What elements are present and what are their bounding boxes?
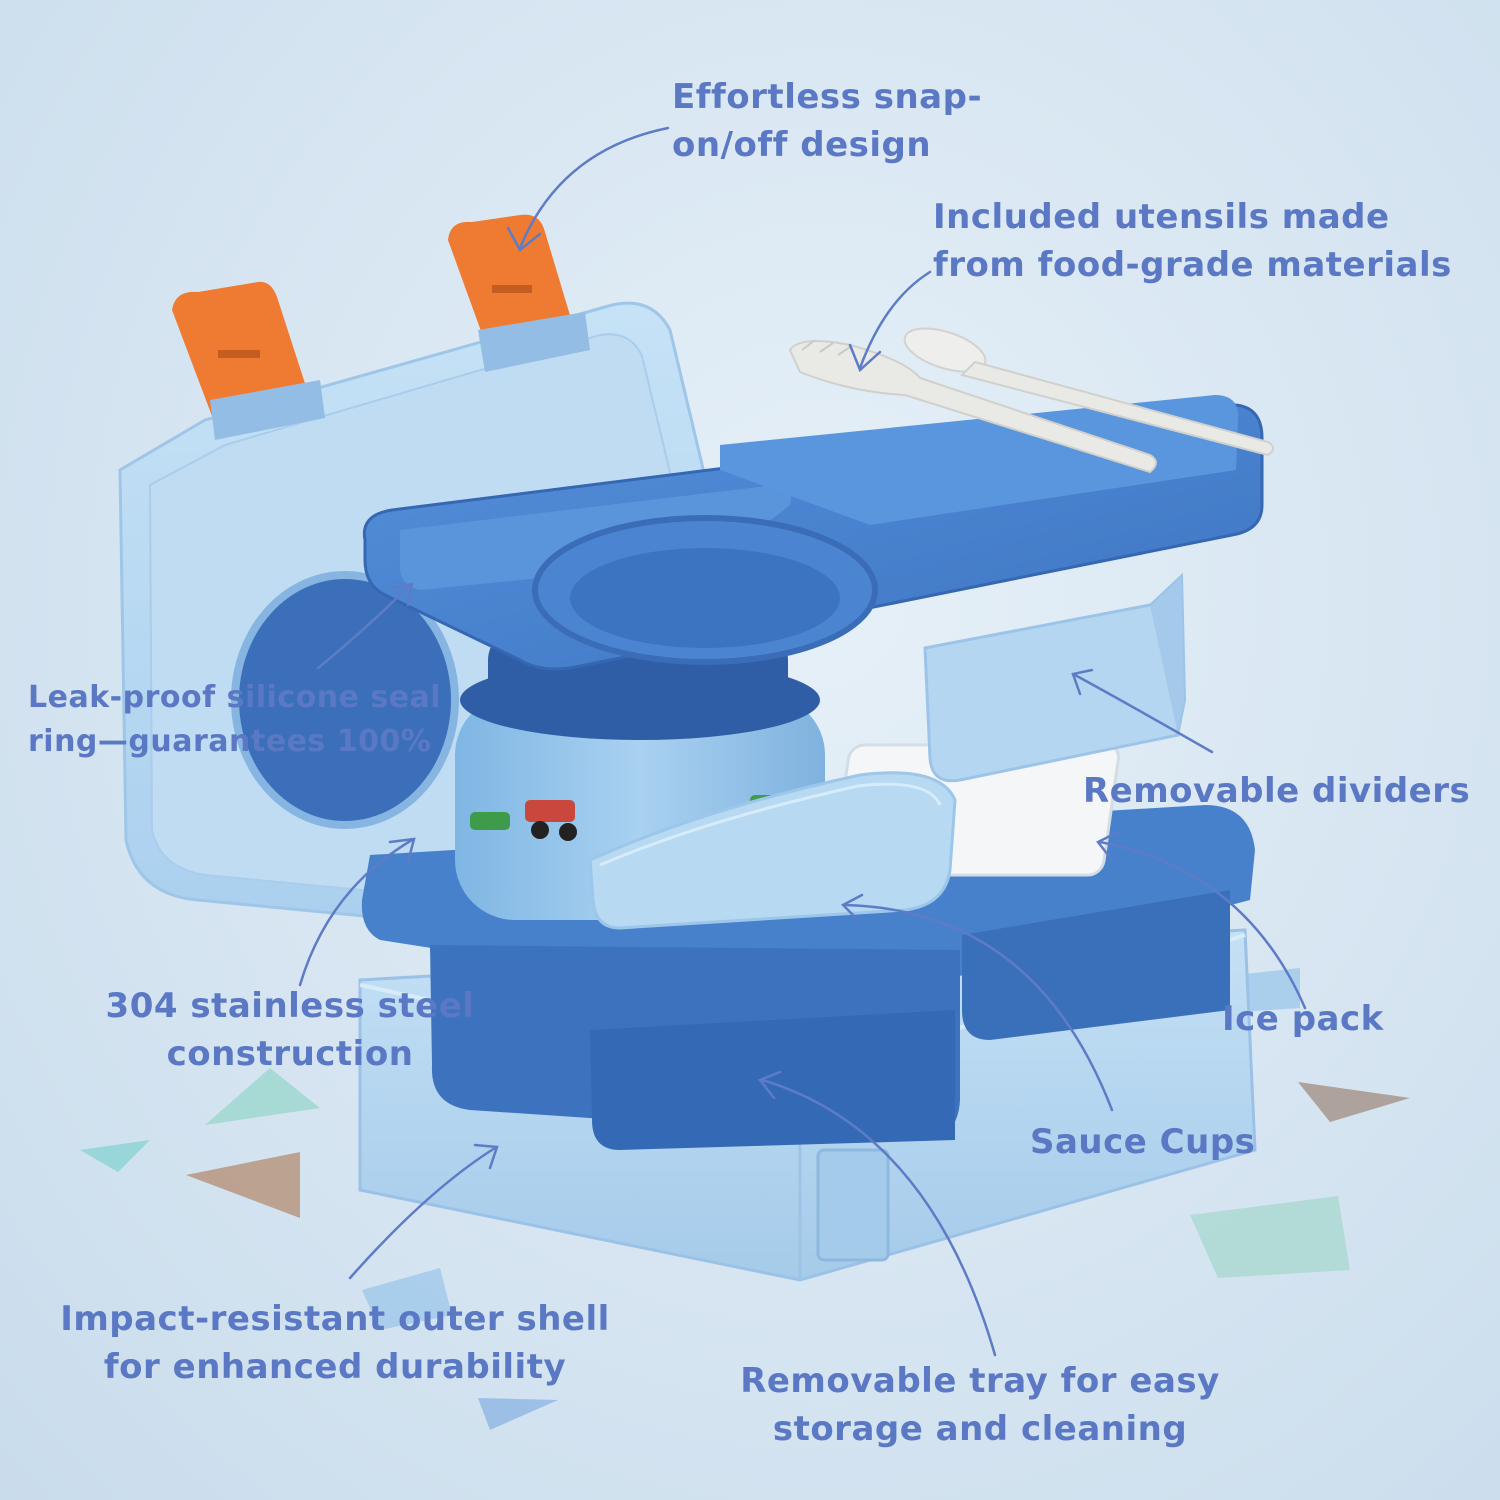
callout-outer-shell: Impact-resistant outer shell for enhance… xyxy=(40,1295,630,1391)
callout-ice-pack: Ice pack xyxy=(1222,995,1384,1043)
seal-ring xyxy=(231,571,459,829)
arrow-icon xyxy=(1096,830,1307,1010)
callout-line: Removable dividers xyxy=(1083,771,1471,811)
callout-line: from food-grade materials xyxy=(933,245,1452,285)
callout-seal-ring: Leak-proof silicone seal ring—guarantees… xyxy=(28,676,441,764)
callout-line: storage and cleaning xyxy=(772,1409,1188,1449)
arrow-icon xyxy=(1071,668,1214,754)
arrows xyxy=(298,126,1307,1357)
latches xyxy=(172,214,590,440)
callout-line: Impact-resistant outer shell xyxy=(60,1299,610,1339)
confetti-shape xyxy=(205,1068,320,1125)
callout-dividers: Removable dividers xyxy=(1083,767,1470,815)
callout-line: Effortless snap- xyxy=(672,77,983,117)
callout-line: Leak-proof silicone seal xyxy=(28,680,442,715)
inner-lid xyxy=(362,395,1264,671)
callout-sauce-cups: Sauce Cups xyxy=(1030,1118,1255,1166)
confetti-shape xyxy=(80,1140,150,1172)
arrow-icon xyxy=(348,1143,499,1280)
confetti-shapes xyxy=(80,968,1410,1430)
callout-line: Included utensils made xyxy=(933,197,1390,237)
removable-divider xyxy=(923,572,1187,783)
callout-line: Ice pack xyxy=(1222,999,1384,1039)
confetti-shape xyxy=(1190,1196,1350,1278)
sauce-cup xyxy=(588,771,957,930)
callout-line: on/off design xyxy=(672,125,932,165)
callout-line: construction xyxy=(166,1034,414,1074)
callout-stainless-steel: 304 stainless steel construction xyxy=(95,982,485,1078)
callout-line: 304 stainless steel xyxy=(105,986,475,1026)
confetti-shape xyxy=(362,1268,452,1330)
callout-removable-tray: Removable tray for easy storage and clea… xyxy=(720,1357,1240,1453)
callout-utensils: Included utensils made from food-grade m… xyxy=(933,193,1452,289)
utensils xyxy=(788,327,1274,474)
arrow-icon xyxy=(840,893,1114,1112)
confetti-shape xyxy=(478,1398,558,1430)
arrow-icon xyxy=(506,126,670,252)
confetti-shape xyxy=(1235,968,1300,1012)
callout-line: for enhanced durability xyxy=(103,1347,567,1387)
callout-snap-design: Effortless snap- on/off design xyxy=(672,73,982,169)
callout-line: Removable tray for easy xyxy=(740,1361,1220,1401)
callout-line: Sauce Cups xyxy=(1030,1122,1256,1162)
confetti-shape xyxy=(1298,1082,1410,1122)
arrow-icon xyxy=(298,837,416,987)
callout-line: ring—guarantees 100% xyxy=(28,724,432,759)
arrow-icon xyxy=(757,1070,997,1357)
arrow-icon xyxy=(848,270,932,373)
confetti-shape xyxy=(186,1152,300,1218)
arrow-icon xyxy=(316,582,414,670)
